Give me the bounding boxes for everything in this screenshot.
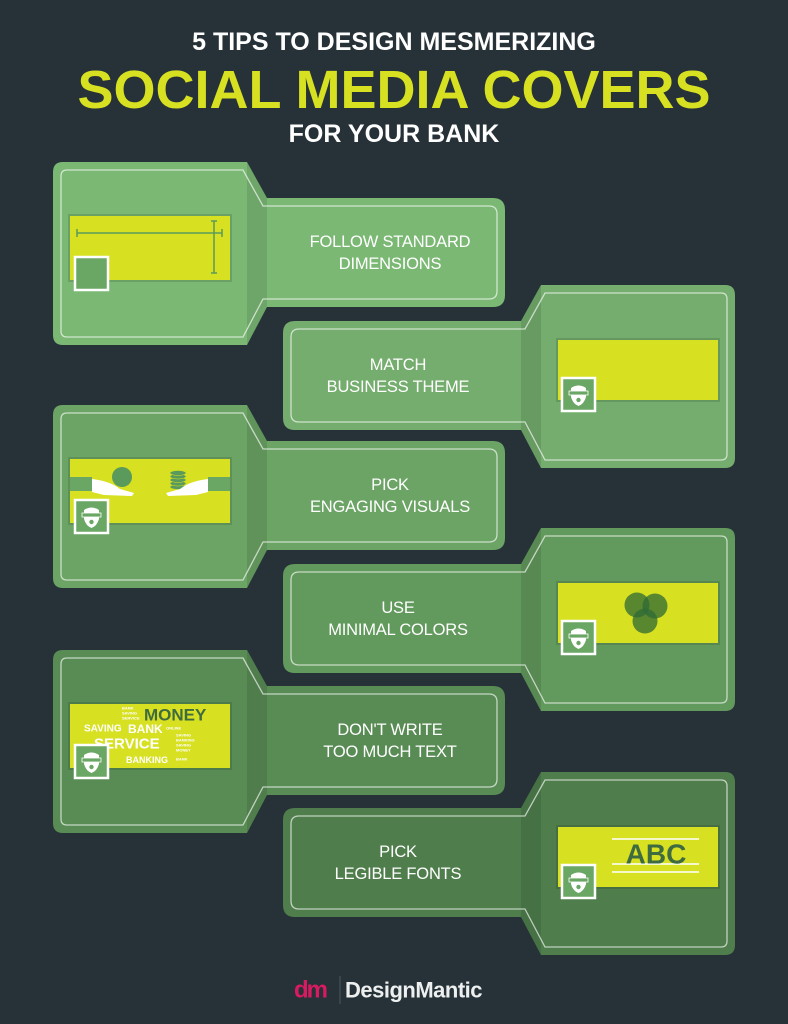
word-banking: BANKING xyxy=(126,755,168,765)
card-fold xyxy=(521,285,541,468)
tip-card: MATCH BUSINESS THEME xyxy=(283,285,735,468)
word-small: BANKING xyxy=(176,738,195,743)
word-service: SERVICE xyxy=(94,736,160,753)
word-small: MONEY xyxy=(176,748,191,753)
font-sample: ABC xyxy=(626,839,687,870)
title-line-1: 5 TIPS TO DESIGN MESMERIZING xyxy=(192,28,596,56)
lightbulb-icon xyxy=(112,467,132,487)
title-main: SOCIAL MEDIA COVERS xyxy=(77,60,710,120)
font-abc-icon: ABC xyxy=(556,825,720,900)
profile-placeholder-icon xyxy=(73,255,110,292)
color-circles-icon xyxy=(556,581,720,656)
card-fold xyxy=(247,405,267,588)
coin-icon xyxy=(169,470,187,476)
tip-title: TOO MUCH TEXT xyxy=(323,743,457,761)
tip-card: PICK LEGIBLE FONTS ABC xyxy=(283,772,735,955)
tip-title: LEGIBLE FONTS xyxy=(335,865,462,883)
card-outline xyxy=(290,535,728,704)
tip-title: DIMENSIONS xyxy=(339,255,442,273)
theme-cover-icon xyxy=(556,338,720,413)
hand-icon xyxy=(92,479,134,496)
word-small: SAVING xyxy=(122,711,137,716)
dimensions-icon xyxy=(68,214,232,292)
brand-name: DesignMantic xyxy=(345,978,482,1003)
tip-title: FOLLOW STANDARD xyxy=(310,233,471,251)
card-fold xyxy=(247,650,267,833)
word-saving: SAVING xyxy=(84,724,122,735)
card-fold xyxy=(247,162,267,345)
hands-visuals-icon xyxy=(68,457,232,535)
card-outline xyxy=(60,657,498,826)
tip-title: MATCH xyxy=(370,356,426,374)
word-small: BANK xyxy=(122,706,134,711)
card-fold xyxy=(521,528,541,711)
tip-card: USE MINIMAL COLORS xyxy=(283,528,735,711)
word-bank: BANK xyxy=(128,722,163,736)
word-small: BANK xyxy=(176,757,188,762)
tip-card: FOLLOW STANDARD DIMENSIONS xyxy=(53,162,505,345)
tip-title: BUSINESS THEME xyxy=(327,378,470,396)
hand-icon xyxy=(166,479,208,496)
tip-title: USE xyxy=(381,599,415,617)
card-outline xyxy=(290,292,728,461)
card-fold xyxy=(521,772,541,955)
color-circle xyxy=(632,608,658,634)
brand-mark: dm xyxy=(294,977,327,1004)
tip-title: PICK xyxy=(379,843,417,861)
footer-logo: dm DesignMantic xyxy=(294,976,483,1004)
tip-title: MINIMAL COLORS xyxy=(328,621,468,639)
tip-title: DON'T WRITE xyxy=(337,721,442,739)
word-small: SAVING xyxy=(176,743,191,748)
card-outline xyxy=(60,412,498,581)
word-small: SAVING xyxy=(176,733,191,738)
tip-title: ENGAGING VISUALS xyxy=(310,498,470,516)
title-line-3: FOR YOUR BANK xyxy=(289,120,500,148)
word-small: ONLINE xyxy=(166,726,181,731)
word-small: SERVICE xyxy=(122,716,140,721)
card-outline xyxy=(60,169,498,338)
card-outline xyxy=(290,779,728,948)
word-money: MONEY xyxy=(144,706,207,725)
tip-title: PICK xyxy=(371,476,409,494)
tip-card: PICK ENGAGING VISUALS xyxy=(53,405,505,588)
tips-list: FOLLOW STANDARD DIMENSIONS MATCH BUSINESS T… xyxy=(53,162,735,955)
